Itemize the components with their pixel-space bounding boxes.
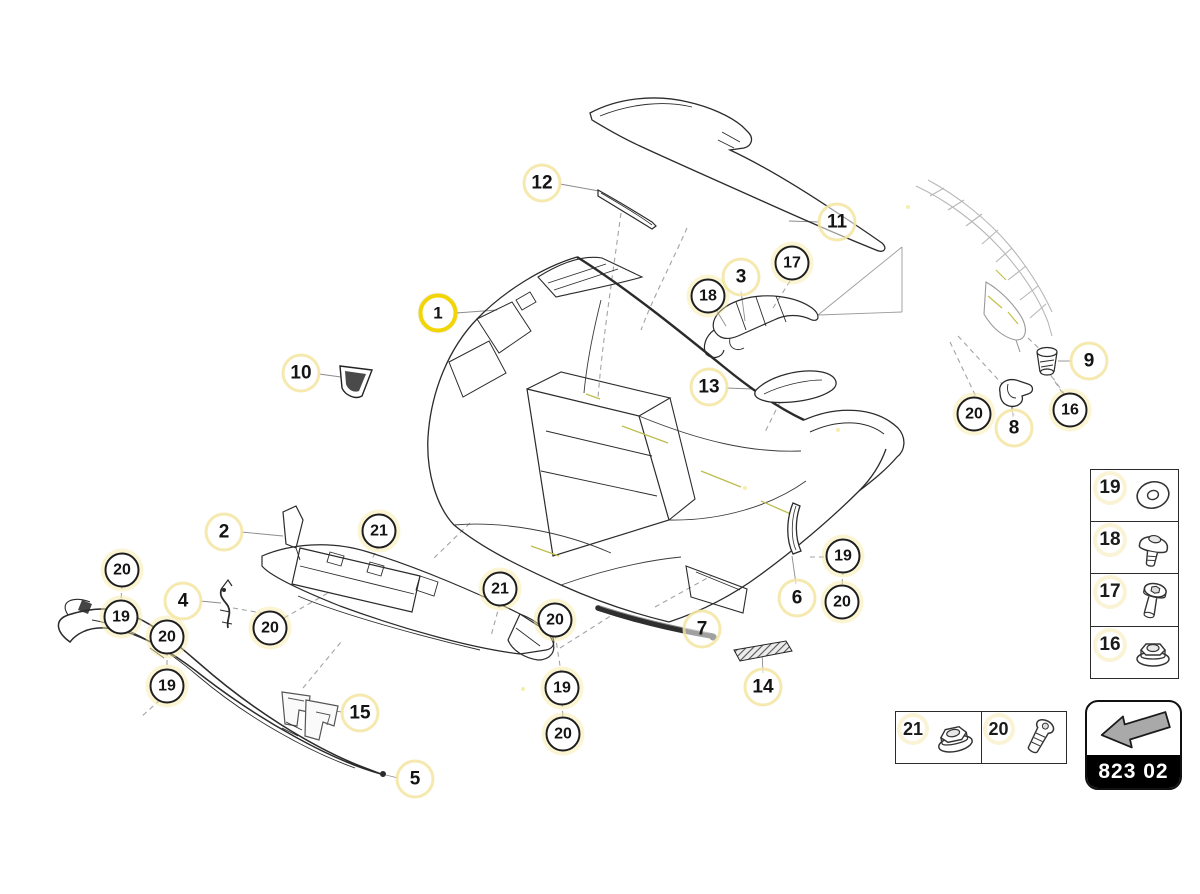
callout-1[interactable]: 1 [418,293,458,333]
callout-18[interactable]: 18 [690,278,726,314]
part-side-strip [787,502,802,555]
callout-17[interactable]: 17 [774,245,810,281]
callout-11[interactable]: 11 [817,202,857,242]
callout-19[interactable]: 19 [825,538,861,574]
callout-20[interactable]: 20 [824,584,860,620]
legend-row-19: 19 [1091,470,1178,521]
legend-row-16: 16 [1091,625,1178,680]
screw-with-washer-icon [1128,526,1178,577]
legend-item-number: 16 [1097,631,1123,658]
flange-nut-icon [928,714,980,765]
callout-16[interactable]: 16 [1052,392,1088,428]
callout-2[interactable]: 2 [204,512,244,552]
flange-nut-icon [1128,631,1178,680]
callout-7[interactable]: 7 [682,609,722,649]
legend-cell-20: 20 [980,712,1067,763]
part-grommet [1036,346,1058,376]
callout-13[interactable]: 13 [689,367,729,407]
legend-item-number: 20 [986,717,1011,741]
washer-icon [1128,474,1178,523]
callout-4[interactable]: 4 [163,581,203,621]
callout-20[interactable]: 20 [252,610,288,646]
part-hood [427,255,905,623]
direction-arrow-icon [1087,702,1180,754]
part-cowl-trim [589,97,886,252]
legend-item-number: 21 [901,717,925,741]
part-clip [999,378,1034,408]
part-vent-strip [733,640,793,662]
section-code: 823 02 [1098,759,1169,783]
callout-19[interactable]: 19 [103,599,139,635]
part-emblem [339,365,373,399]
part-small-bracket [219,578,233,629]
callout-20[interactable]: 20 [149,619,185,655]
callout-21[interactable]: 21 [482,571,518,607]
socket-head-screw-icon [1013,714,1065,767]
legend-row-17: 17 [1091,573,1178,625]
callout-8[interactable]: 8 [994,408,1034,448]
ghost-assembly [915,179,1053,353]
part-mount-clips [281,691,339,741]
section-code-band: 823 02 [1087,755,1180,788]
callout-21[interactable]: 21 [361,513,397,549]
legend-item-number: 18 [1097,527,1123,554]
callout-5[interactable]: 5 [395,759,435,799]
callout-6[interactable]: 6 [777,578,817,618]
legend-row-18: 18 [1091,521,1178,573]
callout-10[interactable]: 10 [281,353,321,393]
part-trim-strip [597,188,657,230]
shoulder-bolt-icon [1128,578,1178,629]
legend-item-number: 19 [1097,475,1123,501]
part-cover [754,370,837,404]
callout-14[interactable]: 14 [743,667,783,707]
callout-20[interactable]: 20 [104,552,140,588]
callout-15[interactable]: 15 [340,693,380,733]
part-bracket-duct [703,295,819,359]
callout-19[interactable]: 19 [544,670,580,706]
legend-cell-21: 21 [896,712,981,763]
callout-9[interactable]: 9 [1069,341,1109,381]
legend-item-number: 17 [1097,579,1123,606]
section-code-badge[interactable]: 823 02 [1085,700,1182,790]
callout-20[interactable]: 20 [545,716,581,752]
callout-19[interactable]: 19 [149,668,185,704]
hardware-legend-bottom: 21 20 [895,711,1067,764]
callout-20[interactable]: 20 [537,602,573,638]
callout-3[interactable]: 3 [721,257,761,297]
hardware-legend-right: 19 18 [1090,469,1179,679]
accent-marks [521,205,910,691]
callout-20[interactable]: 20 [956,396,992,432]
callout-12[interactable]: 12 [522,163,562,203]
